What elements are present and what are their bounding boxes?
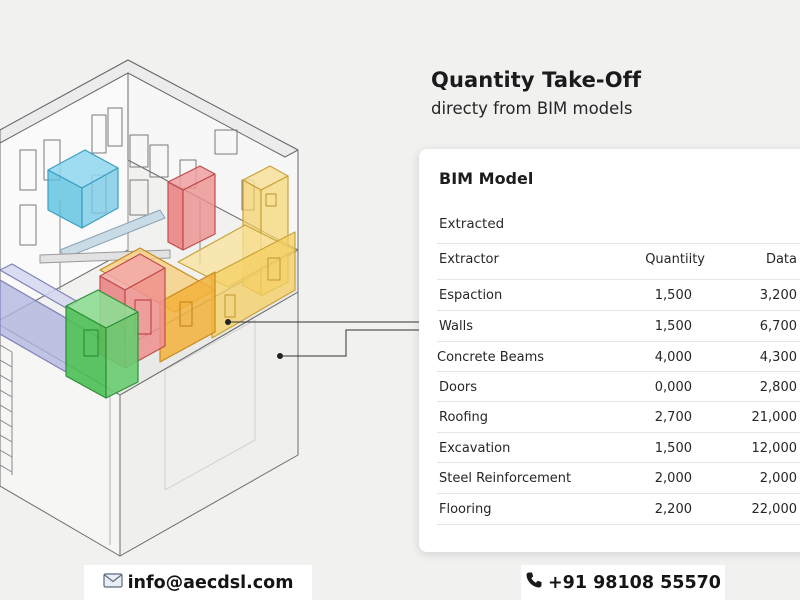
table-row: Concrete Beams 4,000 4,300 (437, 341, 800, 372)
column-header-extractor: Extractor (439, 252, 499, 267)
red-room-block-back (167, 165, 216, 251)
table-row: Walls 1,500 6,700 (437, 310, 800, 341)
row-quantity: 4,000 (654, 350, 692, 365)
card-subtitle: Extracted (439, 216, 505, 232)
page-title: Quantity Take-Off (431, 68, 642, 92)
row-quantity: 2,700 (654, 410, 692, 425)
row-data: 2,800 (759, 380, 797, 395)
green-room-block (65, 289, 139, 399)
row-label: Excavation (439, 441, 511, 456)
row-data: 22,000 (751, 502, 798, 517)
row-quantity: 1,500 (654, 288, 692, 303)
callout-lines (228, 321, 419, 357)
row-quantity: 1,500 (654, 319, 692, 334)
row-data: 2,000 (759, 471, 797, 486)
heading: Quantity Take-Off directy from BIM model… (431, 68, 641, 118)
row-label: Doors (439, 380, 478, 395)
email-address[interactable]: info@aecdsl.com (127, 572, 294, 593)
email-contact[interactable]: info@aecdsl.com (84, 565, 312, 600)
row-data: 6,700 (759, 319, 797, 334)
row-data: 12,000 (751, 441, 798, 456)
table-header: Extractor Quantiity Data (437, 243, 800, 274)
row-label: Flooring (439, 502, 492, 517)
bim-model-card: BIM Model Extracted Extractor Quantiity … (419, 149, 800, 552)
row-data: 4,300 (759, 350, 797, 365)
phone-contact[interactable]: +91 98108 55570 (521, 565, 725, 600)
table-row: Steel Reinforcement 2,000 2,000 (437, 462, 800, 493)
table-row: Flooring 2,200 22,000 (437, 493, 800, 525)
phone-icon (525, 571, 543, 594)
row-label: Steel Reinforcement (439, 471, 572, 486)
row-quantity: 0,000 (654, 380, 692, 395)
row-label: Concrete Beams (437, 350, 545, 365)
row-data: 3,200 (759, 288, 797, 303)
table-row: Espaction 1,500 3,200 (437, 279, 800, 310)
envelope-icon (102, 572, 123, 593)
page-subtitle: directy from BIM models (431, 99, 633, 118)
row-quantity: 1,500 (654, 441, 692, 456)
phone-number[interactable]: +91 98108 55570 (548, 572, 721, 593)
row-label: Walls (439, 319, 473, 334)
row-label: Roofing (439, 410, 489, 425)
table-row: Roofing 2,700 21,000 (437, 401, 800, 432)
yellow-room-block (177, 224, 296, 339)
column-header-quantity: Quantiity (645, 252, 705, 267)
row-quantity: 2,000 (654, 471, 692, 486)
row-quantity: 2,200 (654, 502, 692, 517)
row-data: 21,000 (751, 410, 798, 425)
column-header-data: Data (765, 252, 797, 267)
blue-room-block (47, 149, 119, 229)
row-label: Espaction (439, 288, 503, 303)
table-row: Doors 0,000 2,800 (437, 371, 800, 402)
table-row: Excavation 1,500 12,000 (437, 432, 800, 463)
card-title: BIM Model (439, 169, 534, 188)
